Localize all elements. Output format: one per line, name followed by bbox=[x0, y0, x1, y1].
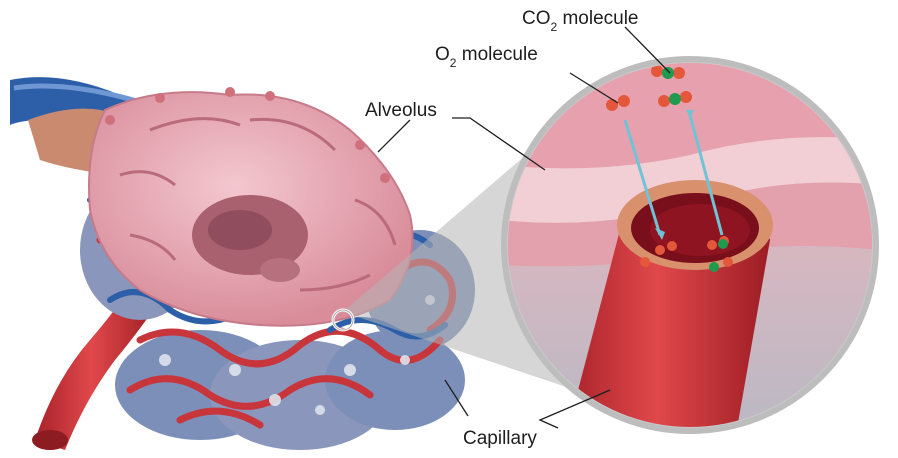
o2-molecule-label: O2 molecule bbox=[435, 44, 538, 66]
co2-molecule-label: CO2 molecule bbox=[522, 8, 639, 30]
capillary-label: Capillary bbox=[463, 428, 537, 450]
alveolus-label: Alveolus bbox=[365, 100, 437, 122]
